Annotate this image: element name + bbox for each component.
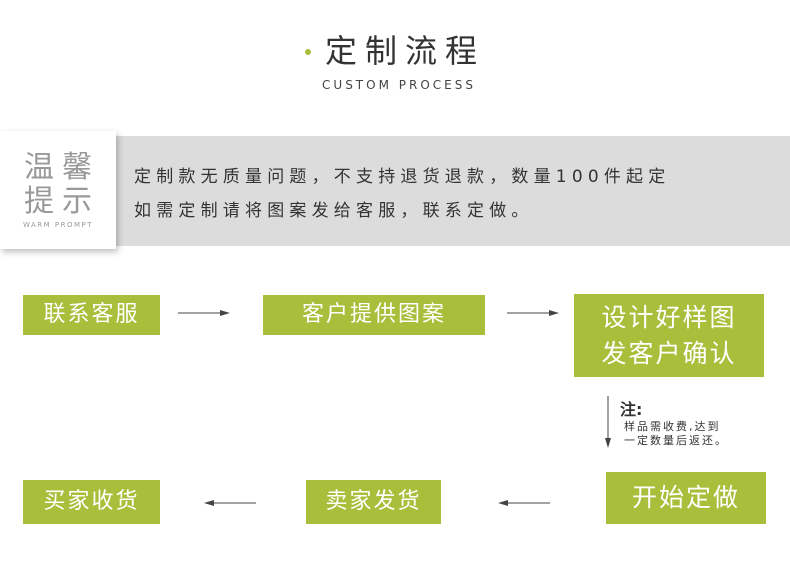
arrow-down-icon [603,396,613,448]
step-ship-label: 卖家发货 [325,489,422,514]
step-start-production: 开始定做 [606,472,766,524]
notice-label-line1: 温馨 [24,150,100,185]
note-line2: 一定数量后返还。 [624,434,728,447]
step-provide-label: 客户提供图案 [301,302,446,327]
step-design-sample: 设计好样图 发客户确认 [574,294,764,377]
step-design-line1: 设计好样图 [601,302,737,332]
notice-line1: 定制款无质量问题，不支持退货退款，数量100件起定 [134,167,671,187]
notice-line2: 如需定制请将图案发给客服，联系定做。 [134,201,534,221]
step-receive-label: 买家收货 [43,489,140,514]
arrow-left-icon [498,498,550,508]
arrow-left-icon [204,498,256,508]
arrow-right-icon [507,308,559,318]
note-text: 样品需收费,达到 一定数量后返还。 [624,420,728,448]
arrow-right-icon [178,308,230,318]
notice-label-en: WARM PROMPT [22,221,94,229]
note-title: 注: [620,400,643,419]
page-title: 定制流程 [324,32,485,70]
step-seller-ship: 卖家发货 [306,480,441,524]
step-contact-label: 联系客服 [43,302,140,327]
step-customer-provide: 客户提供图案 [263,295,485,335]
notice-label-line2: 提示 [24,184,100,219]
notice-bar [0,136,790,246]
step-buyer-receive: 买家收货 [23,480,160,524]
page-subtitle: CUSTOM PROCESS [322,78,476,92]
step-design-line2: 发客户确认 [601,338,737,368]
notice-label-box: 温馨 提示 WARM PROMPT [0,131,116,249]
header: 定制流程 CUSTOM PROCESS [0,26,790,92]
step-contact-service: 联系客服 [23,295,160,335]
title-row: 定制流程 [0,26,790,72]
notice-text: 定制款无质量问题，不支持退货退款，数量100件起定 如需定制请将图案发给客服，联… [134,160,784,228]
step-start-label: 开始定做 [631,483,740,512]
bullet-dot-icon [304,49,311,55]
note-line1: 样品需收费,达到 [624,420,721,433]
